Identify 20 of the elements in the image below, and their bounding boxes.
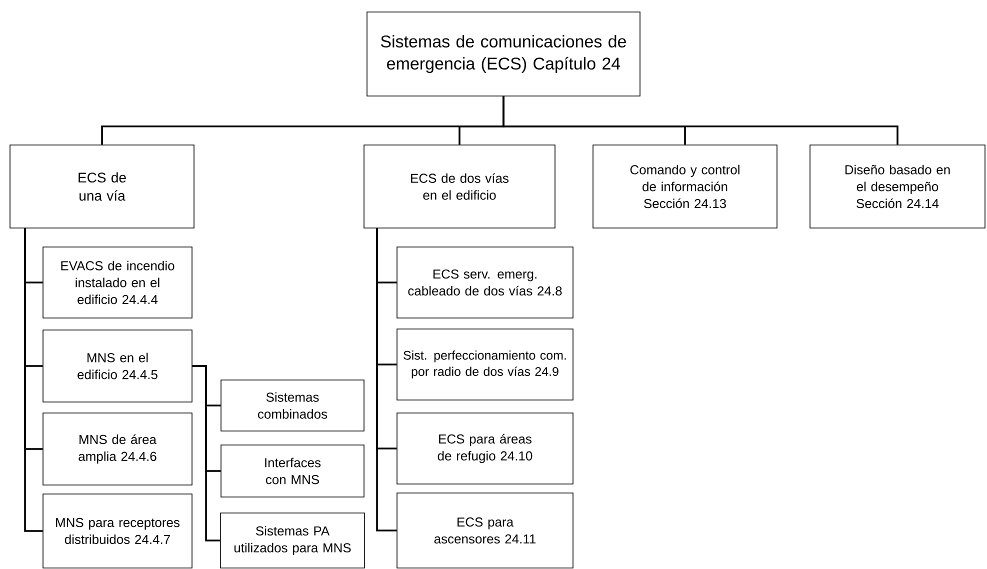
connector-line <box>192 365 220 542</box>
category-box: Comando y control de información Sección 24.13 <box>592 144 778 228</box>
category-box: Sistemas de comunicaciones de emergencia (ECS) Capítulo 24 <box>366 12 640 96</box>
category-box: MNS para receptores distribuidos 24.4.7 <box>42 494 192 568</box>
connector-line <box>24 228 43 532</box>
category-box: Interfaces con MNS <box>220 444 364 498</box>
category-box: ECS para ascensores 24.11 <box>396 492 574 568</box>
category-box: Sistemas combinados <box>220 380 364 432</box>
category-box: Sist. perfeccionamiento com. por radio de dos vías 24.9 <box>396 328 574 400</box>
category-box: MNS de área amplia 24.4.6 <box>42 412 192 486</box>
category-box: EVACS de incendio instalado en el edificio 24.4.4 <box>42 246 192 318</box>
category-box: Diseño basado en el desempeño Sección 24.14 <box>810 144 986 228</box>
category-box: ECS serv. emerg. cableado de dos vías 24.8 <box>396 246 574 318</box>
category-box: ECS de dos vías en el edificio <box>364 144 556 228</box>
category-box: ECS para áreas de refugio 24.10 <box>396 412 574 484</box>
category-box: MNS en el edificio 24.4.5 <box>42 330 192 402</box>
category-box: Sistemas PA utilizados para MNS <box>220 512 365 568</box>
category-box: ECS de una vía <box>10 144 194 228</box>
connector-line <box>376 228 397 532</box>
connector-line <box>502 96 898 145</box>
